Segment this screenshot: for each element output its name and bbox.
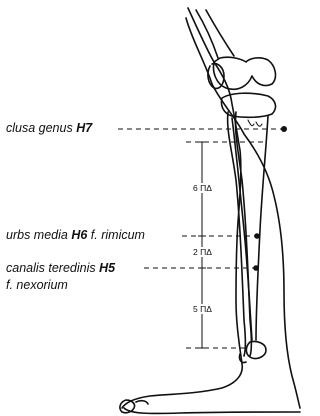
- point-h6-dot: [254, 233, 260, 239]
- label-h7-code: H7: [76, 121, 92, 135]
- label-h5-name: canalis teredinis: [6, 261, 96, 275]
- label-h6-code: H6: [71, 228, 87, 242]
- distance-5-value: 5: [193, 304, 198, 314]
- label-h5-alt-text: f. nexorium: [6, 278, 68, 292]
- distance-6: 6 ΠΔ: [192, 183, 213, 193]
- distance-2-unit: ΠΔ: [200, 247, 212, 257]
- distance-2: 2 ΠΔ: [192, 247, 213, 257]
- label-h5-code: H5: [99, 261, 115, 275]
- label-h6-alt: f. rimicum: [91, 228, 145, 242]
- distance-6-value: 6: [193, 183, 198, 193]
- tibia-plateau: [221, 93, 275, 117]
- label-h6-name: urbs media: [6, 228, 68, 242]
- femur: [196, 10, 234, 58]
- distance-2-value: 2: [193, 247, 198, 257]
- distance-5: 5 ΠΔ: [192, 304, 213, 314]
- point-h7-dot: [281, 126, 287, 132]
- malleolus: [246, 341, 266, 358]
- label-h7-name: clusa genus: [6, 121, 73, 135]
- label-h7: clusa genus H7: [6, 121, 92, 135]
- label-h5-alt: f. nexorium: [6, 278, 68, 292]
- foot-sole: [124, 408, 300, 413]
- point-h5-dot: [253, 265, 259, 271]
- distance-5-unit: ΠΔ: [200, 304, 212, 314]
- label-h6: urbs media H6 f. rimicum: [6, 228, 145, 242]
- distance-6-unit: ΠΔ: [200, 183, 212, 193]
- label-h5: canalis teredinis H5: [6, 261, 115, 275]
